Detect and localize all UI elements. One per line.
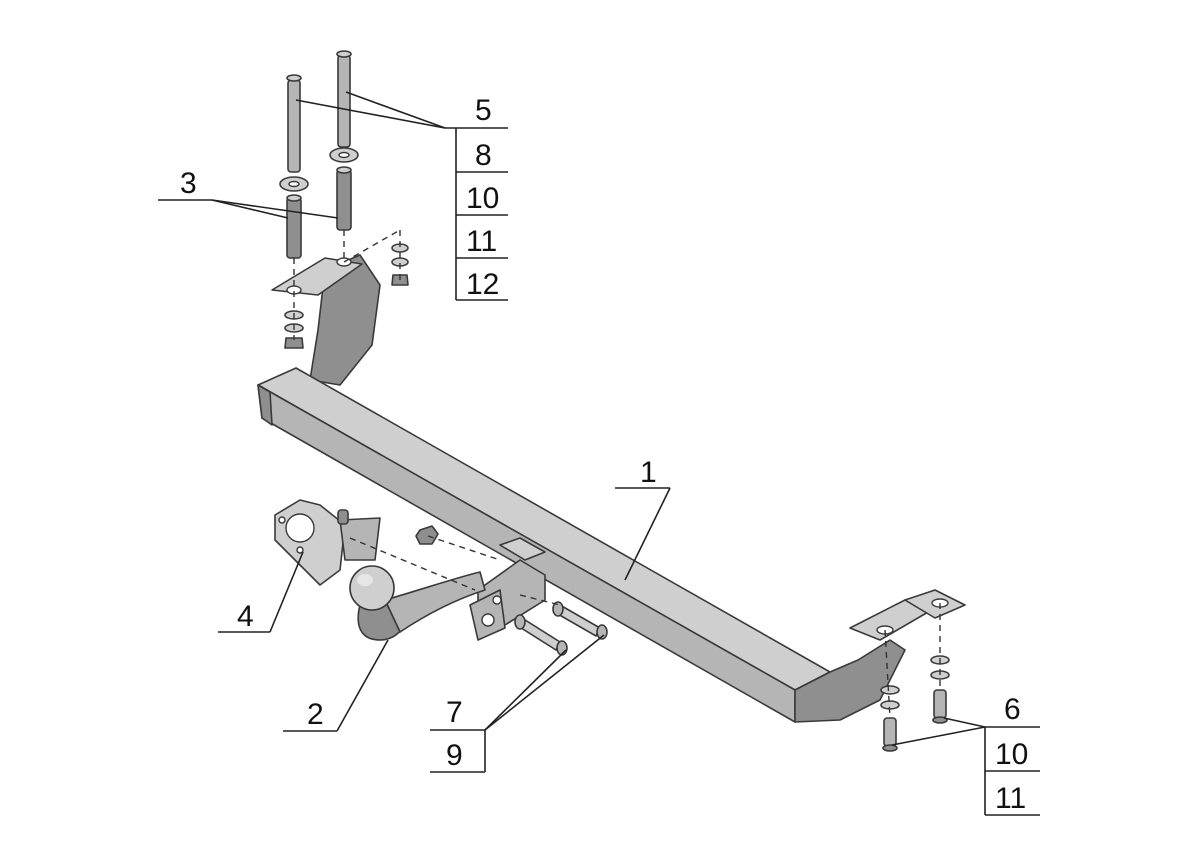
callout-11-bottom: 11	[995, 782, 1026, 815]
hitch-bolts	[514, 601, 608, 656]
callout-11-top: 11	[466, 225, 497, 258]
left-bolt-stack	[279, 74, 309, 259]
assembly-lines	[293, 229, 941, 719]
callout-5: 5	[475, 94, 492, 127]
callout-4: 4	[237, 600, 254, 633]
callout-6: 6	[1004, 693, 1021, 726]
callout-leaders	[158, 91, 1040, 816]
callout-1: 1	[640, 456, 657, 489]
callout-10-bottom: 10	[995, 738, 1028, 771]
callout-3: 3	[180, 167, 197, 200]
callout-8: 8	[475, 139, 492, 172]
callout-10-top: 10	[466, 182, 499, 215]
callout-9: 9	[446, 739, 463, 772]
tow-bar-crossbar	[257, 254, 966, 723]
hitch-nut	[415, 525, 439, 545]
bottom-right-fasteners	[880, 655, 950, 752]
callout-7: 7	[446, 696, 463, 729]
socket-bracket	[274, 499, 381, 586]
callout-2: 2	[307, 698, 324, 731]
right-bolt-stack	[329, 50, 359, 231]
callout-12: 12	[466, 268, 499, 301]
tow-ball-hook	[349, 565, 486, 641]
right-side-washers	[391, 243, 409, 286]
